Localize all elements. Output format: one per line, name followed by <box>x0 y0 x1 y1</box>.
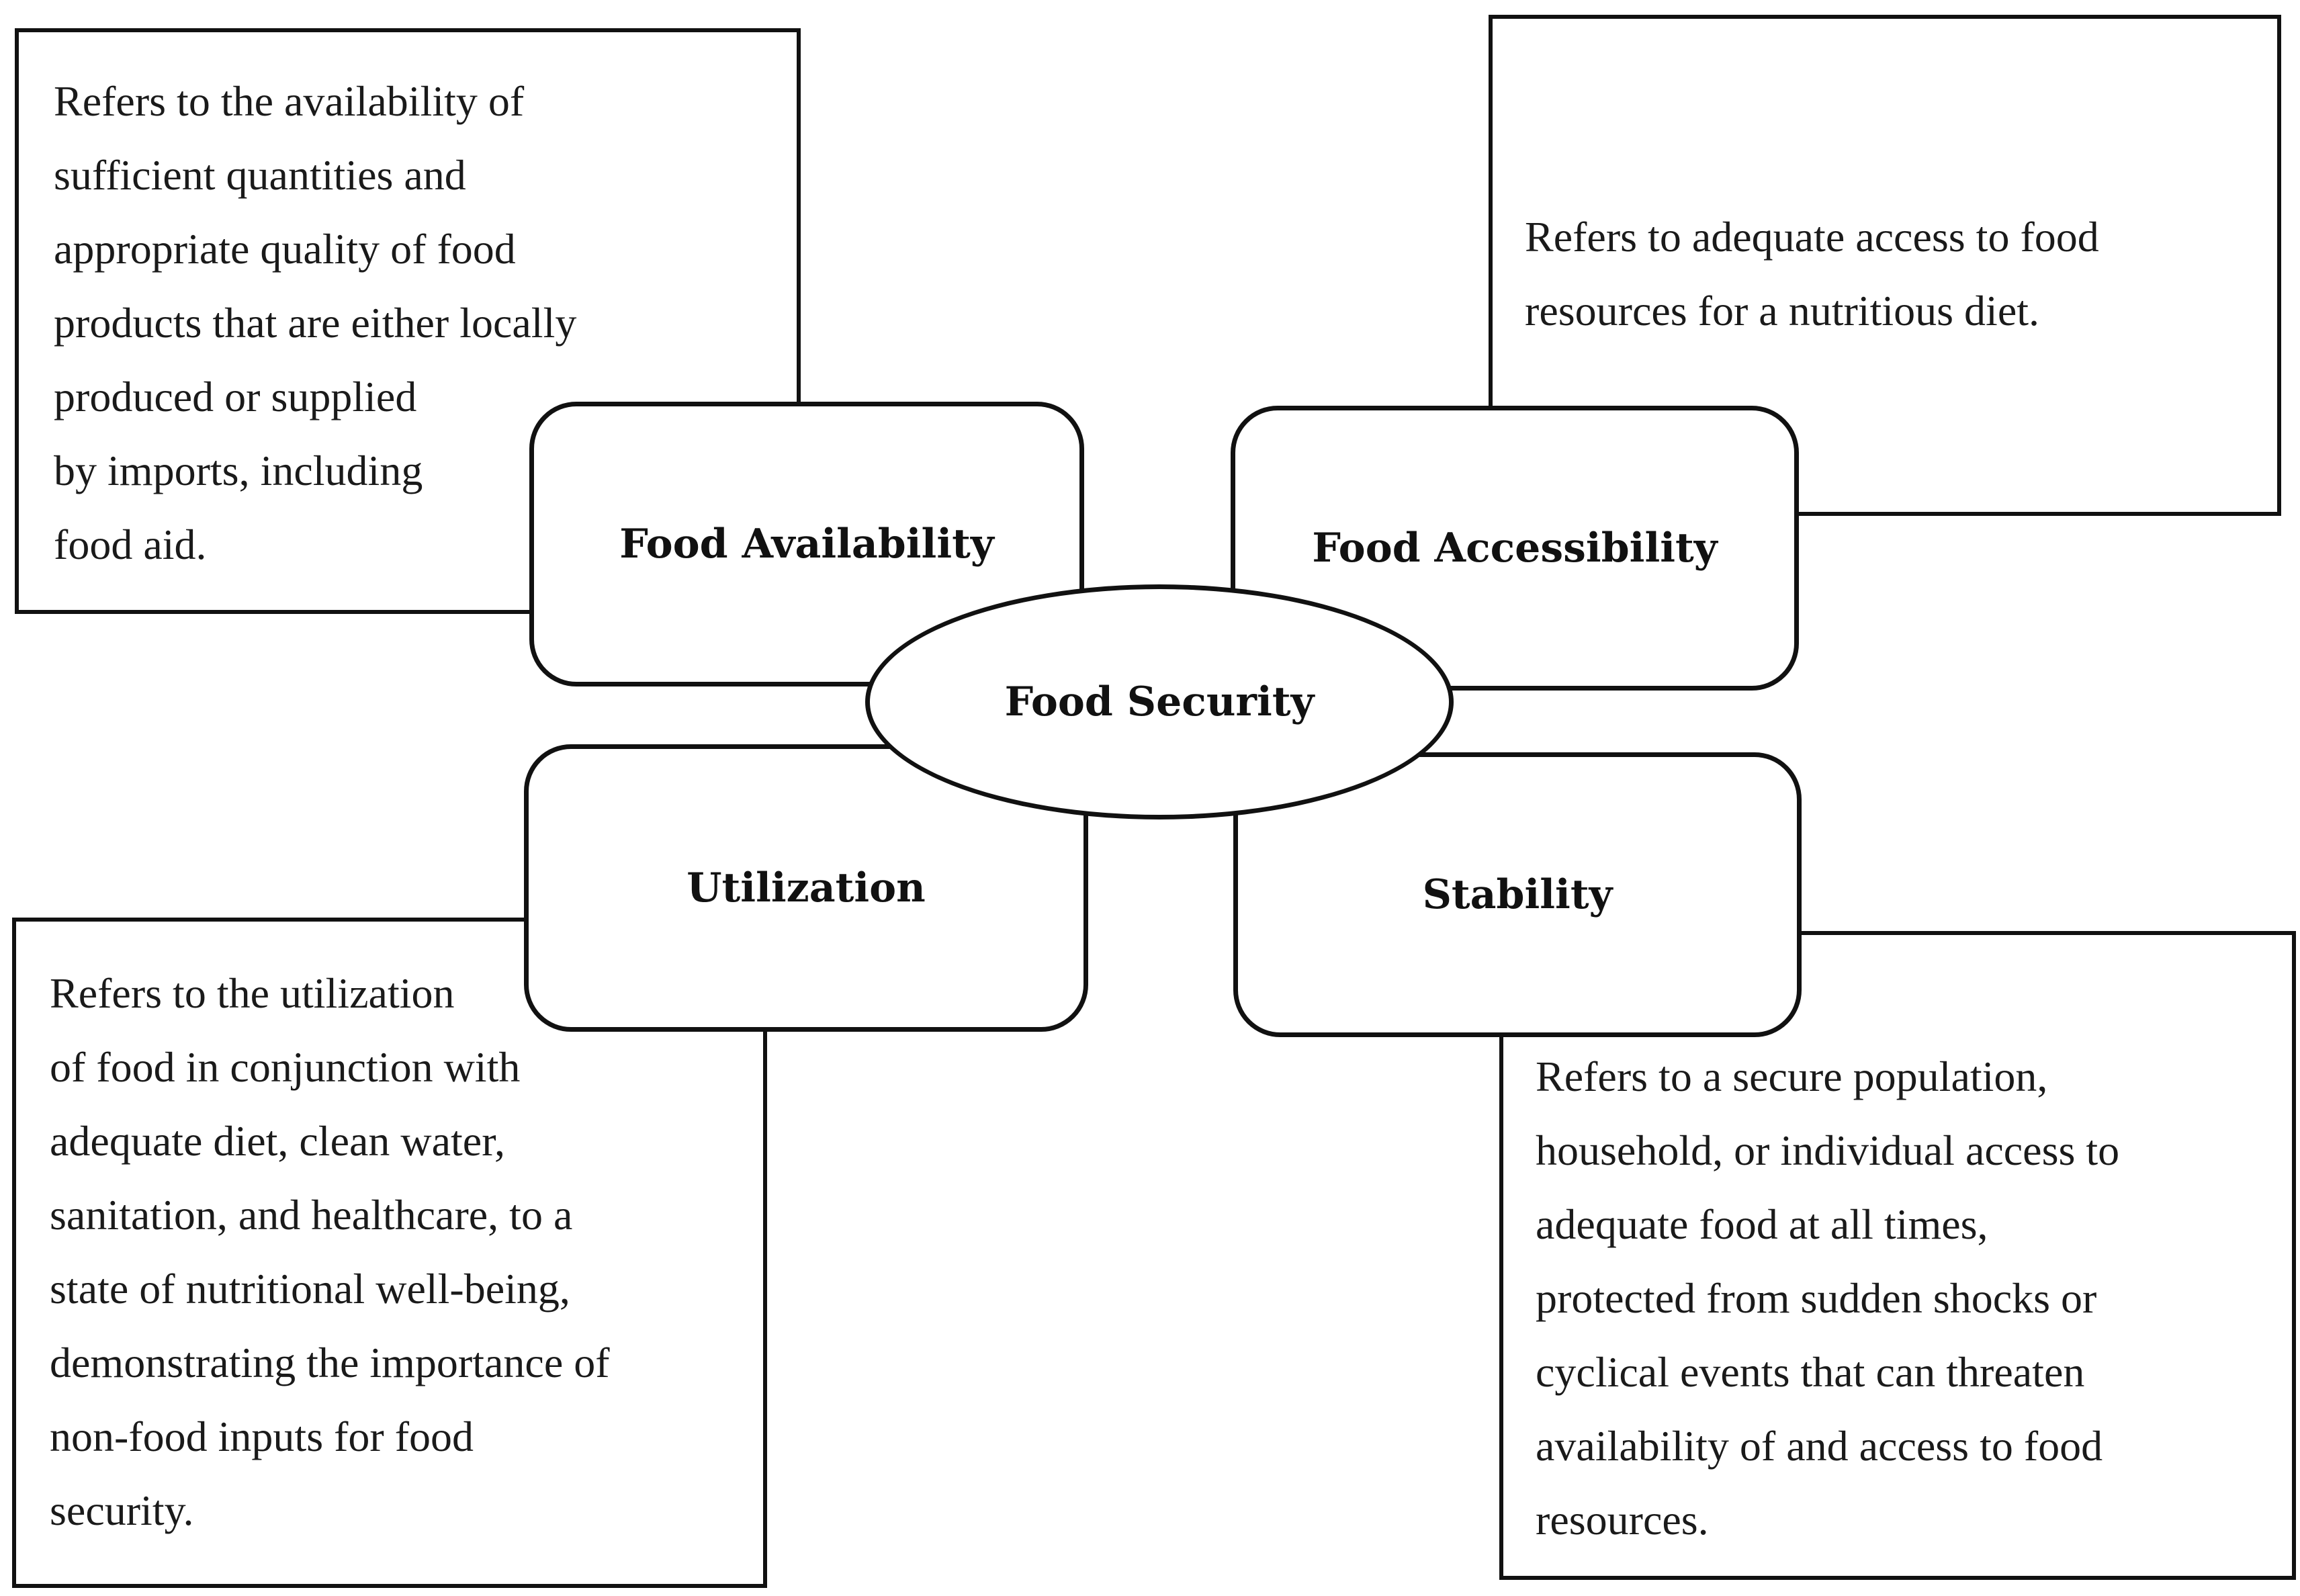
food-availability-label: Food Availability <box>619 521 994 568</box>
availability-description-line: food aid. <box>54 521 207 568</box>
food-security-label: Food Security <box>1004 678 1315 725</box>
food-accessibility-label: Food Accessibility <box>1312 525 1718 572</box>
utilization-description-line: Refers to the utilization <box>50 969 455 1017</box>
food-security-center-node: Food Security <box>865 584 1454 819</box>
stability-description-line: protected from sudden shocks or <box>1536 1274 2097 1322</box>
availability-description-line: produced or supplied <box>54 373 417 420</box>
accessibility-description: Refers to adequate access to food resour… <box>1525 200 2099 348</box>
accessibility-description-line: Refers to adequate access to food <box>1525 213 2099 261</box>
utilization-description-line: demonstrating the importance of <box>50 1339 610 1386</box>
utilization-description-line: adequate diet, clean water, <box>50 1117 505 1165</box>
stability-description-box <box>1499 931 2296 1580</box>
utilization-description-line: sanitation, and healthcare, to a <box>50 1191 573 1239</box>
availability-description: Refers to the availability of sufficient… <box>54 64 576 582</box>
availability-description-line: Refers to the availability of <box>54 77 525 125</box>
availability-description-line: sufficient quantities and <box>54 151 466 199</box>
availability-description-line: appropriate quality of food <box>54 225 516 273</box>
utilization-description-line: non-food inputs for food <box>50 1413 474 1460</box>
utilization-description: Refers to the utilization of food in con… <box>50 957 610 1548</box>
utilization-description-line: state of nutritional well-being, <box>50 1265 570 1313</box>
stability-node: Stability <box>1233 752 1802 1037</box>
stability-description: Refers to a secure population, household… <box>1536 1040 2119 1557</box>
stability-description-line: adequate food at all times, <box>1536 1200 1988 1248</box>
utilization-description-line: security. <box>50 1487 194 1534</box>
utilization-description-line: of food in conjunction with <box>50 1043 521 1091</box>
utilization-label: Utilization <box>687 864 926 912</box>
stability-description-line: availability of and access to food <box>1536 1422 2103 1470</box>
accessibility-description-line: resources for a nutritious diet. <box>1525 287 2039 335</box>
availability-description-line: by imports, including <box>54 447 423 494</box>
stability-description-line: cyclical events that can threaten <box>1536 1348 2085 1396</box>
stability-description-line: Refers to a secure population, <box>1536 1053 2048 1100</box>
availability-description-line: products that are either locally <box>54 299 577 347</box>
stability-label: Stability <box>1422 871 1613 918</box>
stability-description-line: resources. <box>1536 1496 1709 1544</box>
stability-description-line: household, or individual access to <box>1536 1126 2120 1174</box>
